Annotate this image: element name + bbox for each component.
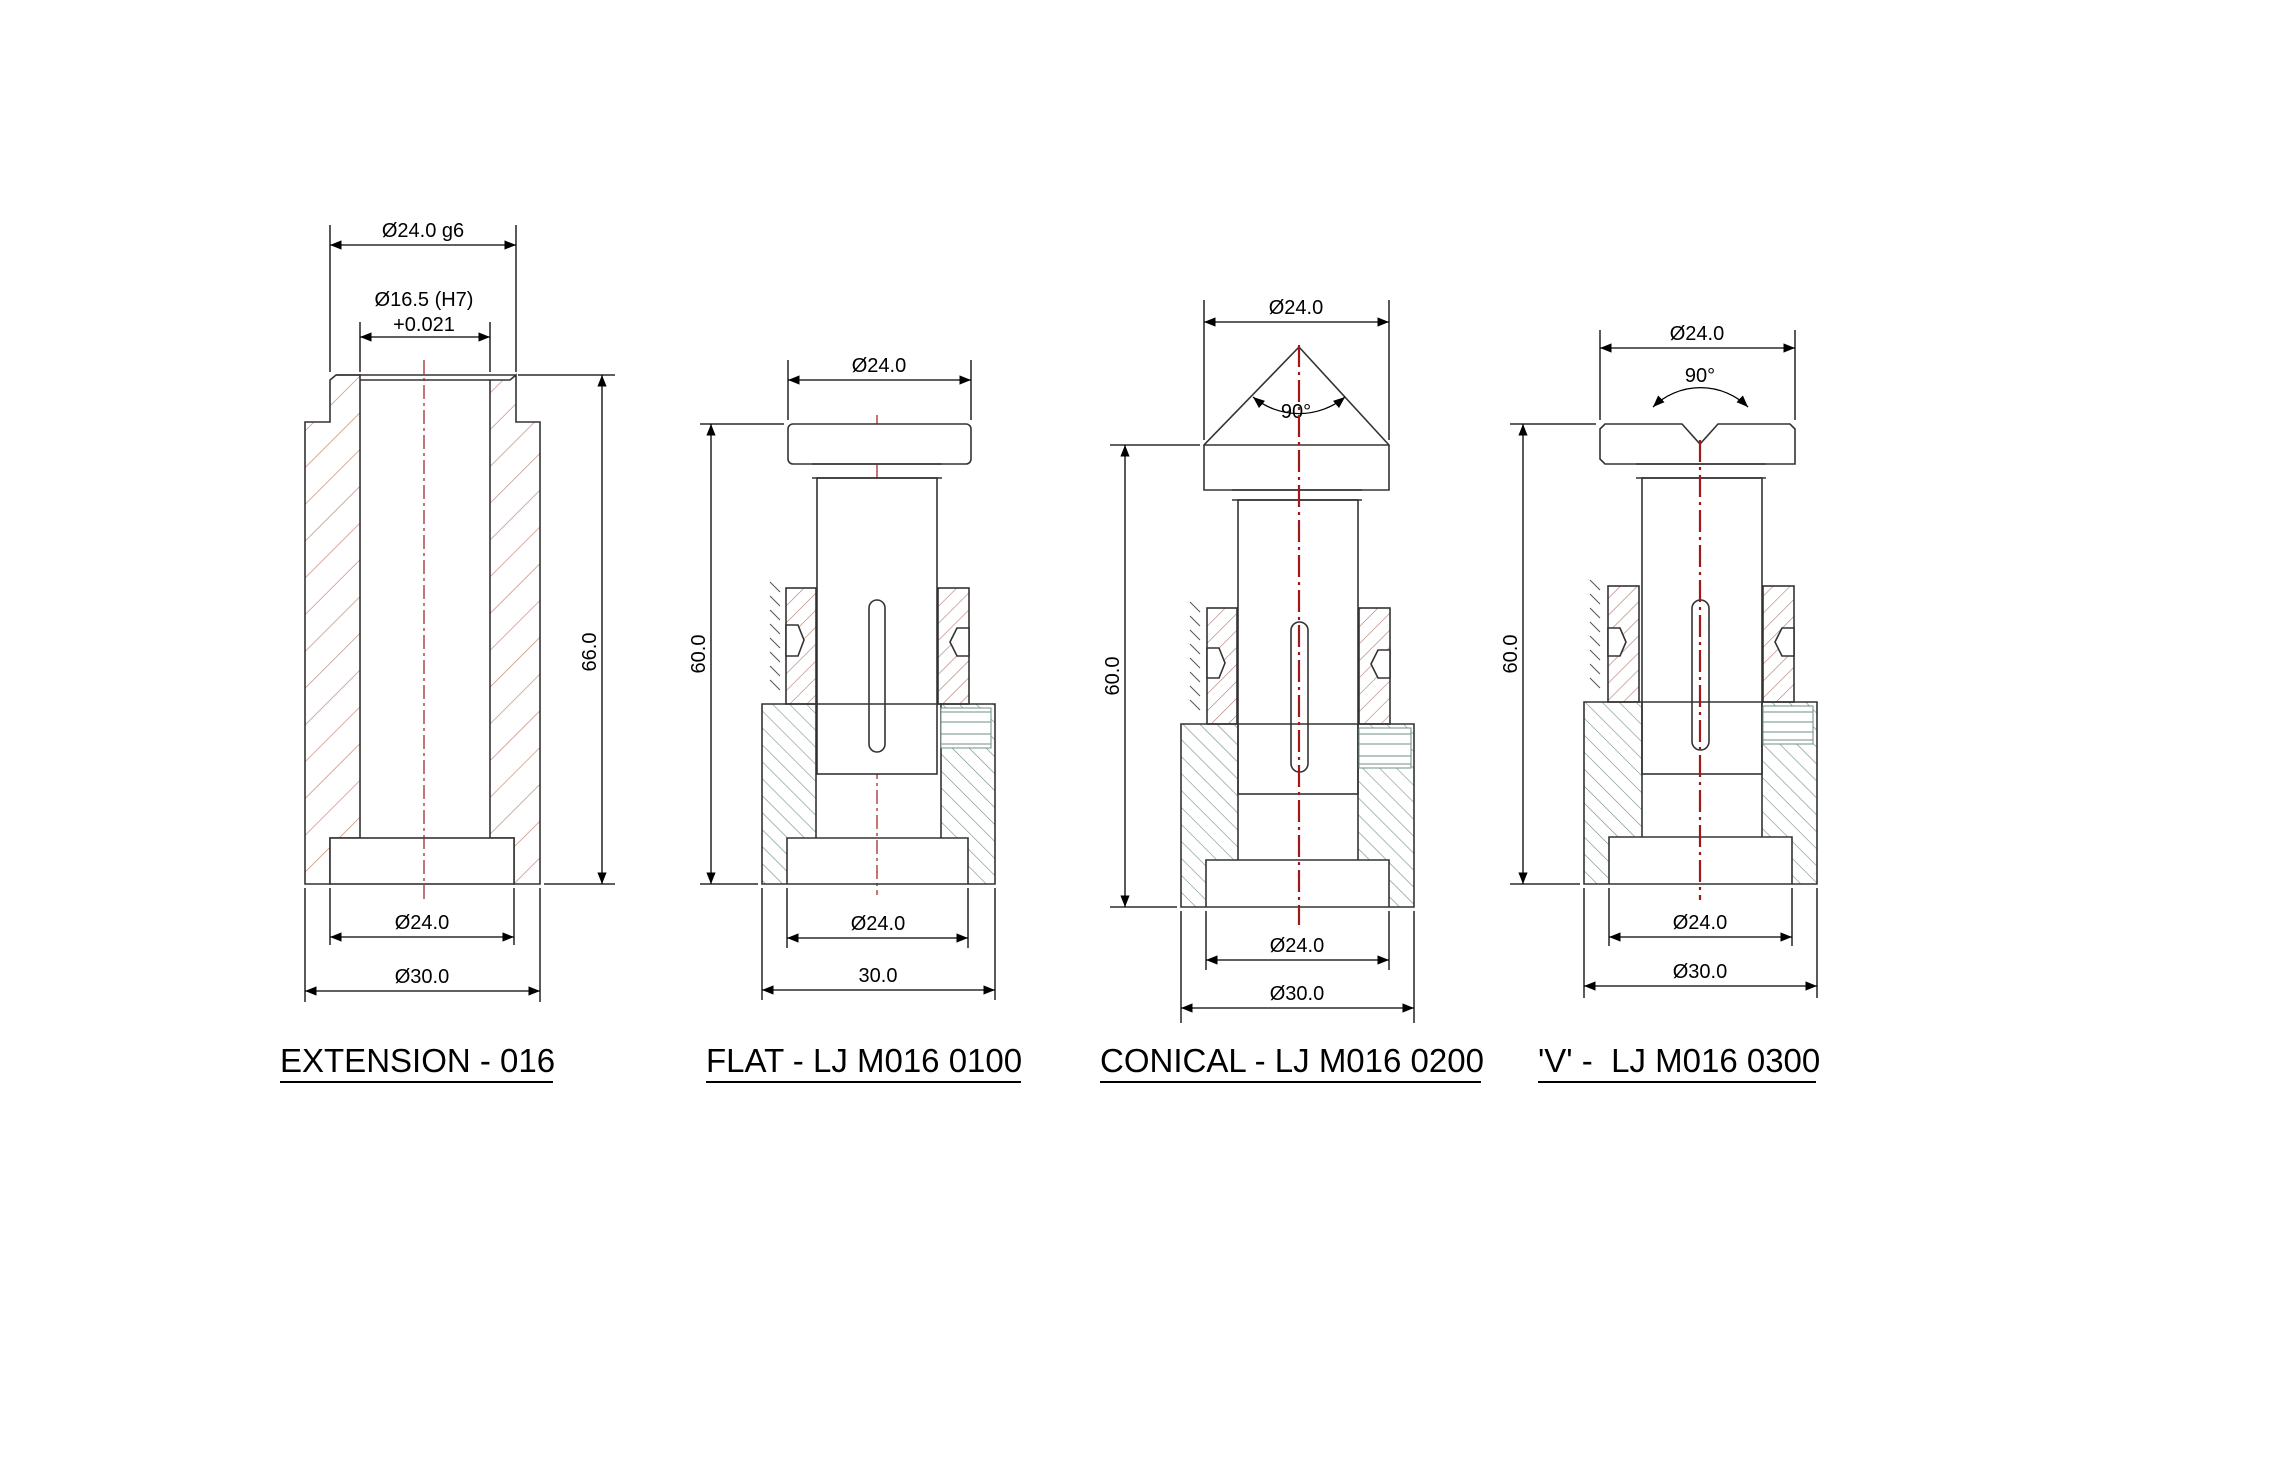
conical-dim-bottom-inner: Ø24.0 xyxy=(1205,911,1390,970)
extension-dim-height-text: 66.0 xyxy=(579,633,601,672)
title-conical: CONICAL - LJ M016 0200 xyxy=(1100,1042,1484,1079)
extension-body xyxy=(304,373,541,885)
flat-dim-top-text: Ø24.0 xyxy=(852,355,906,377)
v-dim-bottom-inner-text: Ø24.0 xyxy=(1673,912,1727,934)
extension-dim-bottom-inner: Ø24.0 xyxy=(329,888,515,945)
v-dim-bottom-outer: Ø30.0 xyxy=(1583,888,1818,998)
v-dim-top-text: Ø24.0 xyxy=(1670,323,1724,345)
conical-dim-height: 60.0 xyxy=(1102,444,1200,908)
flat-dim-height: 60.0 xyxy=(688,423,784,885)
part-conical: 90° Ø24.0 60.0 xyxy=(1102,297,1415,1023)
flat-dim-bottom-inner-text: Ø24.0 xyxy=(851,913,905,935)
conical-dim-top: Ø24.0 xyxy=(1203,297,1390,440)
titles: EXTENSION - 016 FLAT - LJ M016 0100 CONI… xyxy=(280,1042,1820,1083)
conical-dim-bottom-inner-text: Ø24.0 xyxy=(1270,935,1324,957)
extension-dim-bore-text-1: Ø16.5 (H7) xyxy=(375,289,474,311)
conical-dim-bottom-outer: Ø30.0 xyxy=(1180,911,1415,1023)
part-flat: Ø24.0 60.0 Ø24.0 30.0 xyxy=(688,355,996,1000)
extension-dim-bore: Ø16.5 (H7) +0.021 xyxy=(359,289,491,372)
v-angle-arc xyxy=(1652,387,1749,408)
extension-dim-top-outer: Ø24.0 g6 xyxy=(329,220,517,372)
part-v: 90° Ø24.0 60.0 xyxy=(1500,323,1818,998)
conical-angle-arc xyxy=(1252,396,1346,415)
extension-dim-top-outer-text: Ø24.0 g6 xyxy=(382,220,464,242)
flat-dim-bottom-inner: Ø24.0 xyxy=(786,888,969,948)
flat-dim-top: Ø24.0 xyxy=(787,355,972,420)
extension-dim-bore-text-2: +0.021 xyxy=(393,314,455,336)
v-dim-bottom-inner: Ø24.0 xyxy=(1608,888,1793,946)
extension-dim-bottom-outer: Ø30.0 xyxy=(304,888,541,1002)
title-v: 'V' - LJ M016 0300 xyxy=(1538,1042,1820,1079)
v-angle-text: 90° xyxy=(1685,365,1715,387)
extension-dim-bottom-inner-text: Ø24.0 xyxy=(395,912,449,934)
v-dim-bottom-outer-text: Ø30.0 xyxy=(1673,961,1727,983)
flat-dim-bottom-outer-text: 30.0 xyxy=(859,965,898,987)
flat-slot xyxy=(868,599,886,753)
flat-head xyxy=(787,423,972,465)
conical-dim-top-text: Ø24.0 xyxy=(1269,297,1323,319)
title-flat: FLAT - LJ M016 0100 xyxy=(706,1042,1022,1079)
conical-angle-text: 90° xyxy=(1281,401,1311,423)
v-dim-height-text: 60.0 xyxy=(1500,635,1522,674)
flat-dim-height-text: 60.0 xyxy=(688,635,710,674)
extension-dim-bottom-outer-text: Ø30.0 xyxy=(395,966,449,988)
v-dim-height: 60.0 xyxy=(1500,423,1596,885)
v-dim-top: Ø24.0 xyxy=(1599,323,1796,420)
title-extension: EXTENSION - 016 xyxy=(280,1042,555,1079)
v-head xyxy=(1599,423,1796,465)
part-extension: Ø24.0 g6 Ø16.5 (H7) +0.021 66.0 Ø24.0 Ø3… xyxy=(304,220,615,1002)
conical-dim-height-text: 60.0 xyxy=(1102,657,1124,696)
conical-dim-bottom-outer-text: Ø30.0 xyxy=(1270,983,1324,1005)
extension-dim-height: 66.0 xyxy=(518,374,615,885)
flat-dim-bottom-outer: 30.0 xyxy=(761,888,996,1000)
